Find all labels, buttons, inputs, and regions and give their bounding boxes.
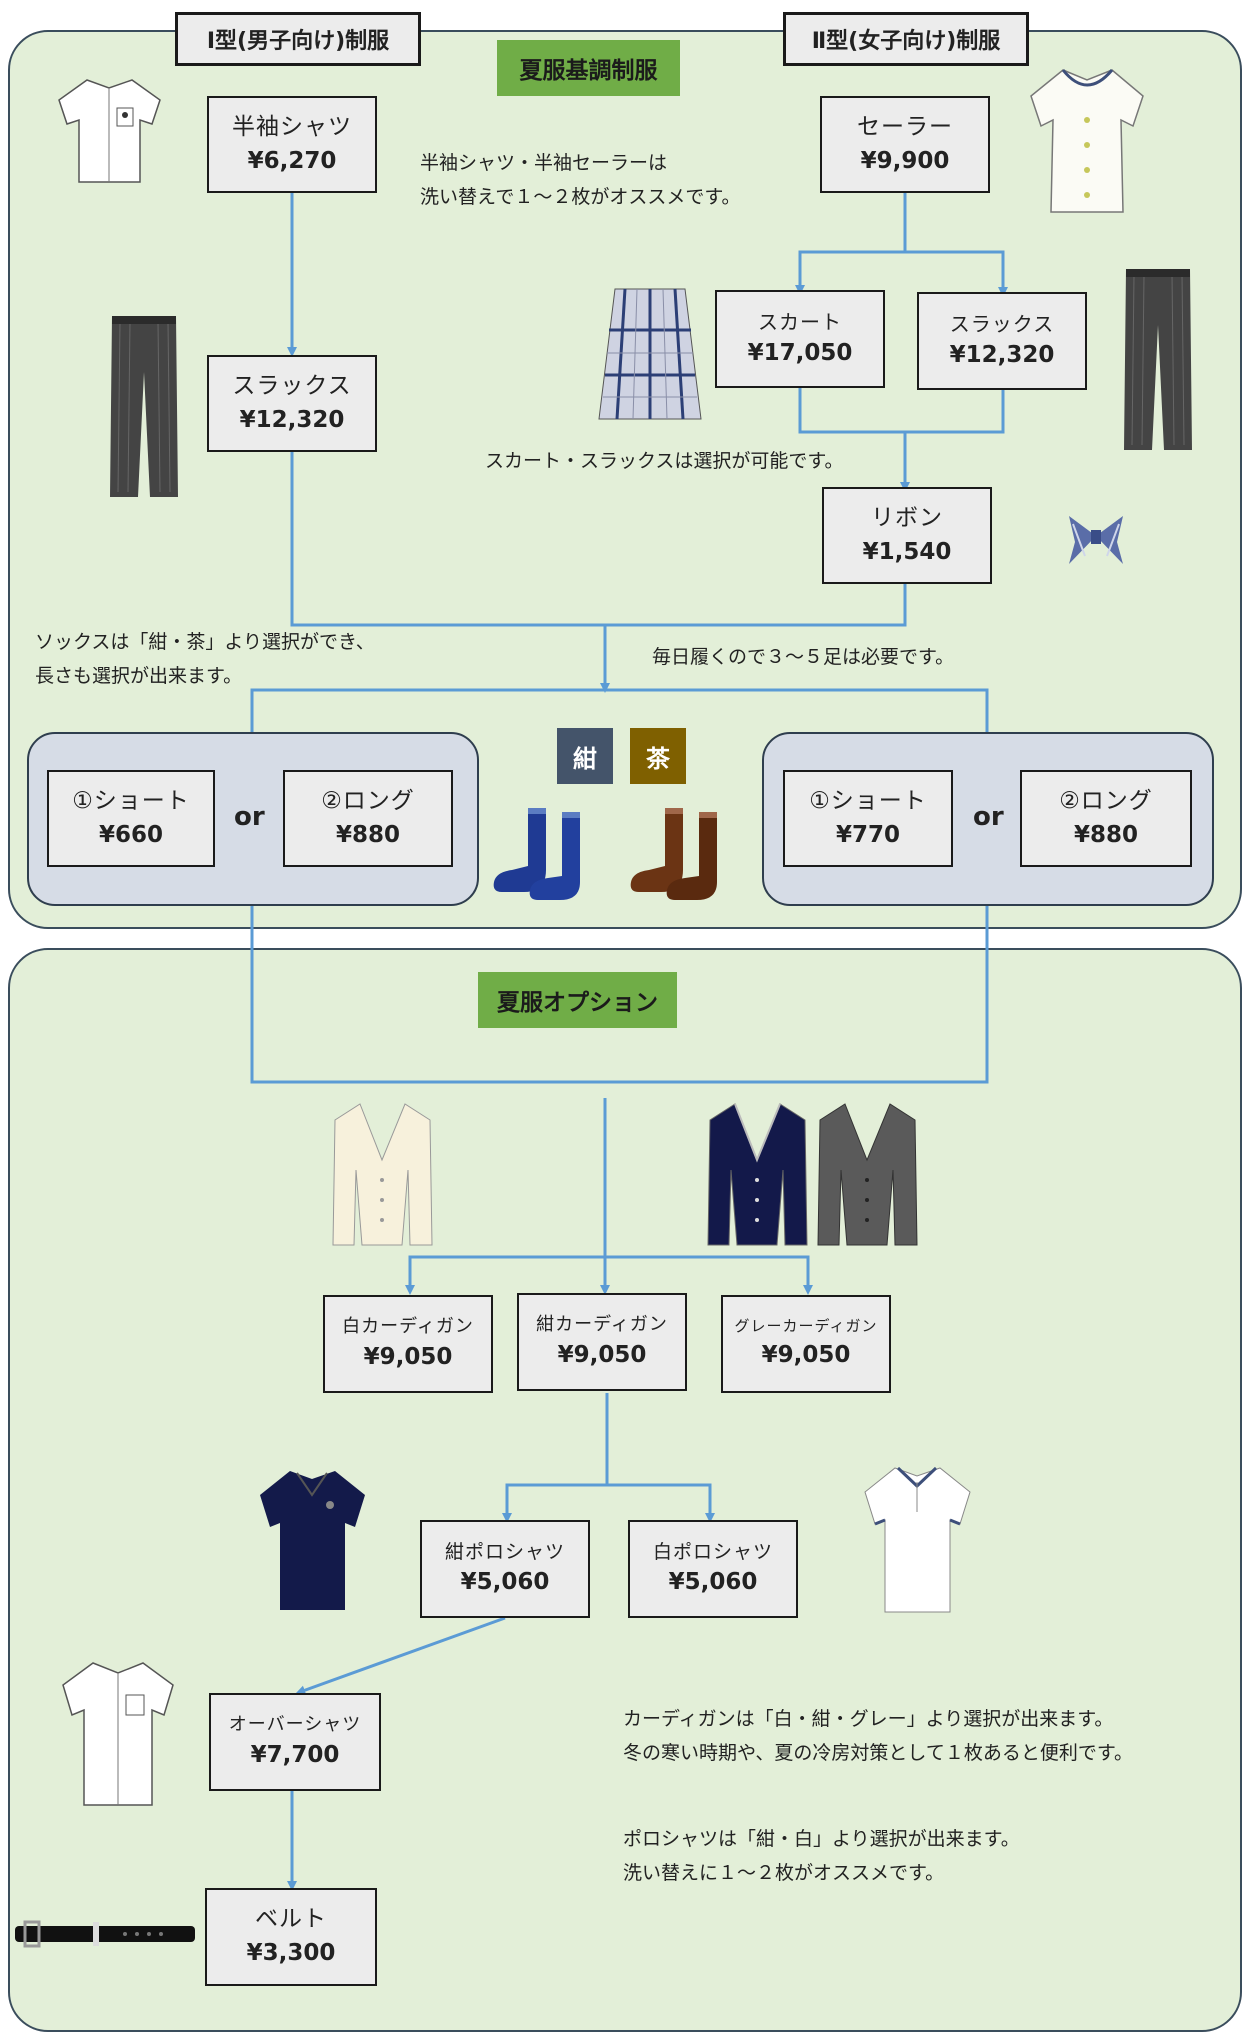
- sailor-shirt-icon: [1030, 69, 1144, 213]
- item-name: スカート: [758, 310, 842, 335]
- item-price: ¥9,050: [557, 1341, 647, 1368]
- navy-swatch: 紺: [557, 728, 613, 784]
- item-name: 半袖シャツ: [232, 113, 352, 140]
- cardigan-note-line2: 冬の寒い時期や、夏の冷房対策として１枚あると便利です。: [623, 1742, 1133, 1764]
- item-price: ¥1,540: [862, 538, 952, 565]
- sock-short-type2-box: ①ショート ¥770: [783, 770, 953, 867]
- item-name: ベルト: [255, 1906, 327, 1933]
- skirt-box: スカート ¥17,050: [715, 290, 885, 388]
- brown-socks-icon: [630, 808, 717, 900]
- item-name: ②ロング: [321, 787, 415, 814]
- item-name: セーラー: [857, 113, 953, 140]
- item-name: オーバーシャツ: [228, 1714, 362, 1736]
- female-slacks-icon: [1124, 269, 1192, 450]
- white-cardigan-box: 白カーディガン ¥9,050: [323, 1295, 493, 1393]
- socks-note-line2: 長さも選択が出来ます。: [35, 665, 243, 687]
- short-sleeve-shirt-icon: [58, 79, 161, 183]
- overshirt-box: オーバーシャツ ¥7,700: [209, 1693, 381, 1791]
- item-price: ¥6,270: [247, 147, 337, 174]
- item-name: スラックス: [232, 372, 352, 399]
- options-panel: [8, 948, 1242, 2032]
- navy-cardigan-icon: [707, 1103, 808, 1246]
- brown-swatch: 茶: [630, 728, 686, 784]
- slacks-male-box: スラックス ¥12,320: [207, 355, 377, 452]
- item-price: ¥12,320: [239, 406, 345, 433]
- item-price: ¥660: [98, 821, 163, 848]
- options-tag: 夏服オプション: [478, 972, 677, 1028]
- item-price: ¥770: [835, 821, 900, 848]
- sock-long-type1-box: ②ロング ¥880: [283, 770, 453, 867]
- gray-cardigan-box: グレーカーディガン ¥9,050: [721, 1295, 891, 1393]
- item-price: ¥9,050: [363, 1343, 453, 1370]
- item-price: ¥17,050: [747, 340, 853, 367]
- socks-note-line1: ソックスは「紺・茶」より選択ができ、: [35, 631, 375, 653]
- item-price: ¥880: [1073, 821, 1138, 848]
- cardigan-note-line1: カーディガンは「白・紺・グレー」より選択が出来ます。: [623, 1708, 1114, 1730]
- white-cardigan-icon: [332, 1103, 433, 1246]
- plaid-skirt-icon: [598, 288, 702, 420]
- shirt-note-line1: 半袖シャツ・半袖セーラーは: [420, 152, 668, 174]
- overshirt-icon: [62, 1662, 174, 1806]
- item-name: ②ロング: [1059, 787, 1153, 814]
- item-name: グレーカーディガン: [734, 1317, 878, 1336]
- item-name: スラックス: [949, 312, 1055, 337]
- summer-tag: 夏服基調制服: [497, 40, 680, 96]
- item-name: 紺カーディガン: [536, 1314, 668, 1336]
- ribbon-icon: [1069, 516, 1123, 564]
- navy-polo-box: 紺ポロシャツ ¥5,060: [420, 1520, 590, 1618]
- belt-box: ベルト ¥3,300: [205, 1888, 377, 1986]
- type1-header: Ⅰ型(男子向け)制服: [175, 12, 421, 66]
- item-name: 紺ポロシャツ: [444, 1540, 565, 1563]
- sock-short-type1-box: ①ショート ¥660: [47, 770, 215, 867]
- item-price: ¥5,060: [460, 1569, 550, 1596]
- short-sleeve-shirt-box: 半袖シャツ ¥6,270: [207, 96, 377, 193]
- polo-note-line1: ポロシャツは「紺・白」より選択が出来ます。: [623, 1828, 1020, 1850]
- polo-note-line2: 洗い替えに１～２枚がオススメです。: [623, 1862, 945, 1884]
- item-price: ¥9,050: [761, 1341, 851, 1368]
- item-name: 白ポロシャツ: [652, 1540, 773, 1563]
- white-polo-icon: [864, 1466, 971, 1613]
- white-polo-box: 白ポロシャツ ¥5,060: [628, 1520, 798, 1618]
- navy-cardigan-box: 紺カーディガン ¥9,050: [517, 1293, 687, 1391]
- navy-socks-icon: [493, 808, 580, 900]
- shirt-note-line2: 洗い替えで１～２枚がオススメです。: [420, 186, 741, 208]
- or-label-type1: or: [234, 802, 265, 832]
- sailor-box: セーラー ¥9,900: [820, 96, 990, 193]
- ribbon-box: リボン ¥1,540: [822, 487, 992, 584]
- socks-note-line3: 毎日履くので３～５足は必要です。: [652, 646, 955, 668]
- item-name: 白カーディガン: [342, 1316, 474, 1338]
- item-price: ¥3,300: [246, 1940, 336, 1966]
- skirt-note: スカート・スラックスは選択が可能です。: [485, 450, 844, 472]
- sock-long-type2-box: ②ロング ¥880: [1020, 770, 1192, 867]
- item-name: ①ショート: [72, 787, 190, 814]
- navy-polo-icon: [260, 1471, 365, 1610]
- gray-cardigan-icon: [817, 1103, 918, 1246]
- item-name: ①ショート: [809, 787, 927, 814]
- or-label-type2: or: [973, 802, 1004, 832]
- item-price: ¥5,060: [668, 1569, 758, 1596]
- type2-header: Ⅱ型(女子向け)制服: [783, 12, 1029, 66]
- item-price: ¥9,900: [860, 147, 950, 174]
- item-price: ¥880: [335, 821, 400, 848]
- item-name: リボン: [871, 504, 943, 531]
- male-slacks-icon: [110, 316, 178, 497]
- item-price: ¥12,320: [949, 342, 1055, 369]
- belt-icon: [15, 1920, 195, 1948]
- slacks-female-box: スラックス ¥12,320: [917, 292, 1087, 390]
- item-price: ¥7,700: [250, 1741, 340, 1768]
